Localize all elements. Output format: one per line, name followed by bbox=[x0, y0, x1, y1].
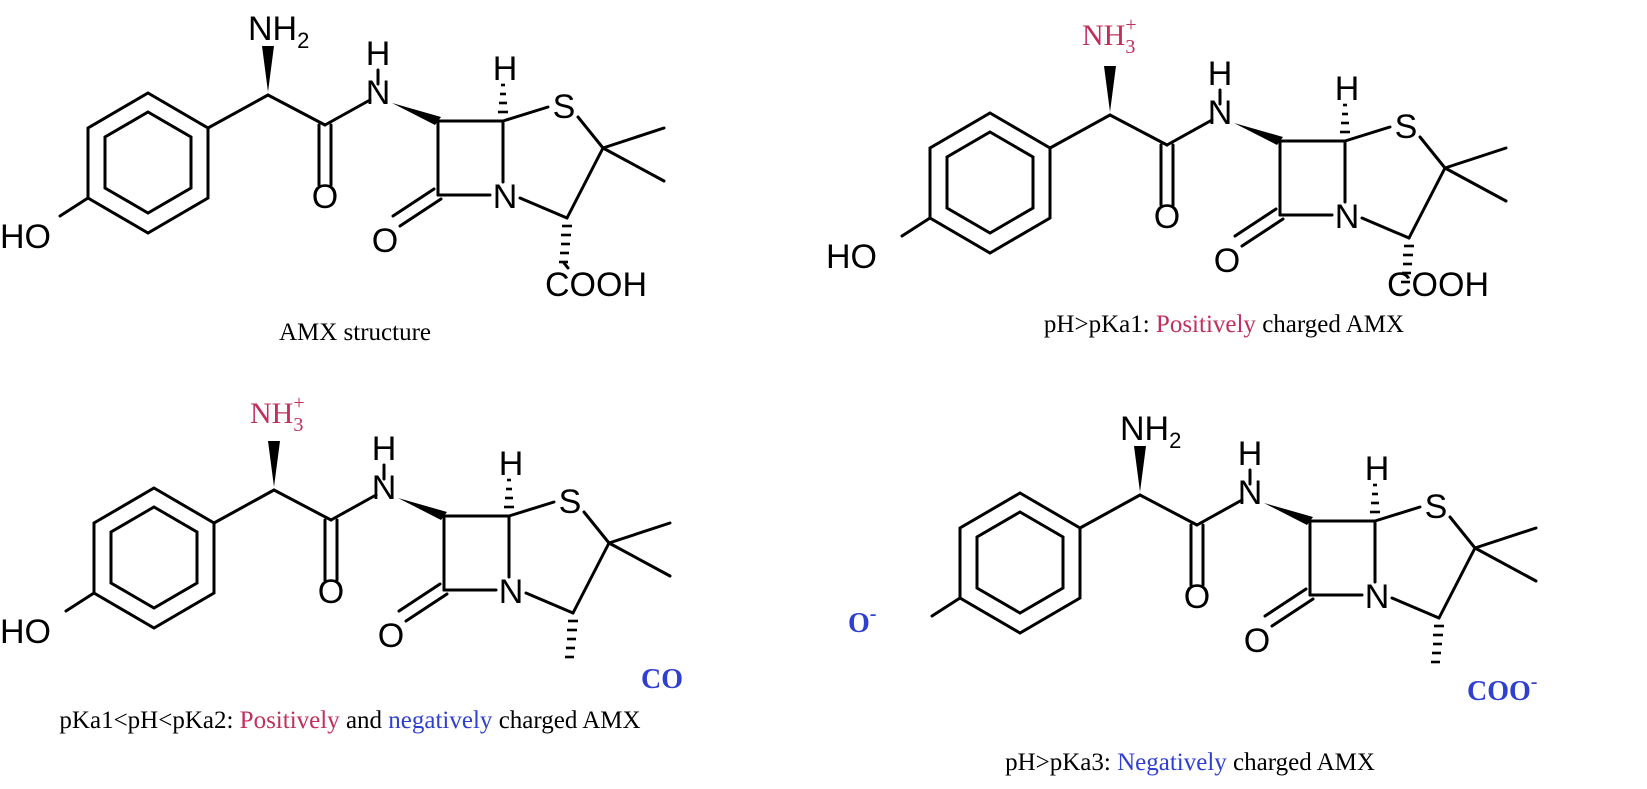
caption-negatively-charged: pH>pKa3: Negatively charged AMX bbox=[1005, 749, 1375, 776]
panel-amx-structure: NH2 HO COOH AMX structure bbox=[0, 10, 666, 346]
caption-zwitterion: pKa1<pH<pKa2: Positively and negatively … bbox=[59, 707, 640, 734]
caption-positively-charged: pH>pKa1: Positively charged AMX bbox=[1044, 311, 1404, 338]
panel-zwitterion: NH3+ HO CO bbox=[0, 392, 683, 695]
hydroxy-group-label: HO bbox=[0, 613, 51, 651]
carboxylate-group-label: CO bbox=[641, 664, 683, 695]
ammonium-group-label: NH3+ bbox=[1082, 14, 1137, 58]
panel-positively-charged: NH3+ HO COOH bbox=[826, 14, 1508, 304]
panel-negatively-charged: NH2 O- COO- bbox=[848, 410, 1538, 707]
hydroxy-group-label: HO bbox=[0, 218, 51, 256]
phenoxide-group-label: O- bbox=[848, 603, 876, 639]
carboxyl-group-label: COOH bbox=[545, 266, 647, 304]
amine-group-label: NH2 bbox=[1120, 410, 1181, 453]
carboxylate-group-label: COO- bbox=[1467, 671, 1537, 707]
caption-amx-structure: AMX structure bbox=[279, 319, 431, 346]
hydroxy-group-label: HO bbox=[826, 238, 877, 276]
amine-group-label: NH2 bbox=[248, 10, 309, 53]
carboxyl-group-label: COOH bbox=[1387, 266, 1489, 304]
ammonium-group-label: NH3+ bbox=[250, 392, 305, 436]
